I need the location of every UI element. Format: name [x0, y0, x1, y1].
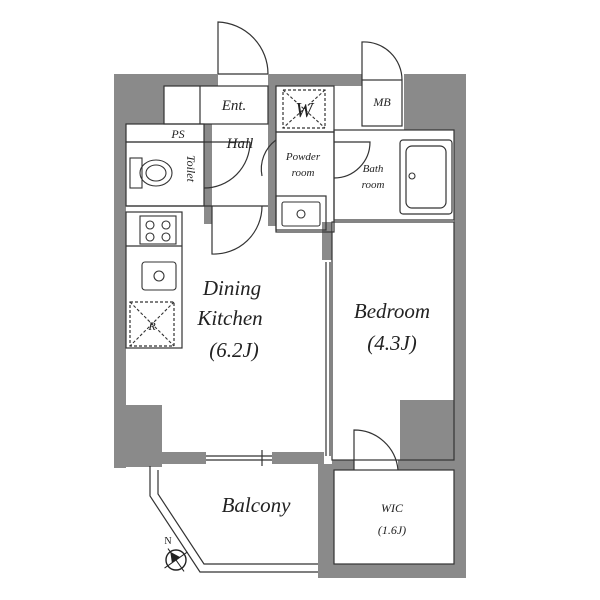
powder-room-label-2: room: [292, 167, 315, 179]
entrance-label: Ent.: [221, 98, 247, 114]
meter-box-label: MB: [372, 95, 391, 109]
toilet-label: Toilet: [184, 155, 198, 183]
washer-label: W: [295, 98, 315, 122]
pipe-space-label: PS: [170, 127, 184, 141]
labels: Ent. W MB PS Hall Powder room Bath room …: [147, 95, 430, 537]
wash-basin-icon: [281, 201, 321, 227]
bath-room-label-2: room: [362, 179, 385, 191]
dining-kitchen-size: (6.2J): [209, 338, 259, 362]
bedroom-label: Bedroom: [354, 299, 430, 323]
walls: [114, 74, 466, 578]
bedroom-size: (4.3J): [367, 331, 417, 355]
washer-icon: [282, 89, 326, 129]
balcony-label: Balcony: [222, 493, 291, 517]
kitchen-sink-icon: [141, 261, 177, 291]
wic-label: WIC: [381, 501, 404, 515]
north-label: N: [164, 536, 171, 547]
dining-kitchen-label-1: Dining: [202, 276, 261, 300]
bathtub-icon: [408, 172, 416, 180]
compass: N: [164, 536, 188, 572]
doors: [203, 21, 403, 471]
bath-room-label-1: Bath: [363, 163, 384, 175]
refrigerator-label: R: [147, 319, 156, 333]
hall-label: Hall: [226, 136, 254, 152]
partition-lines: [125, 79, 455, 573]
stove-icon: [139, 215, 177, 245]
powder-room-label-1: Powder: [285, 151, 321, 163]
toilet-icon: [129, 157, 173, 189]
refrigerator-icon: [129, 301, 175, 347]
fixtures: [129, 89, 416, 347]
dining-kitchen-label-2: Kitchen: [196, 306, 262, 330]
wic-size: (1.6J): [378, 523, 406, 537]
